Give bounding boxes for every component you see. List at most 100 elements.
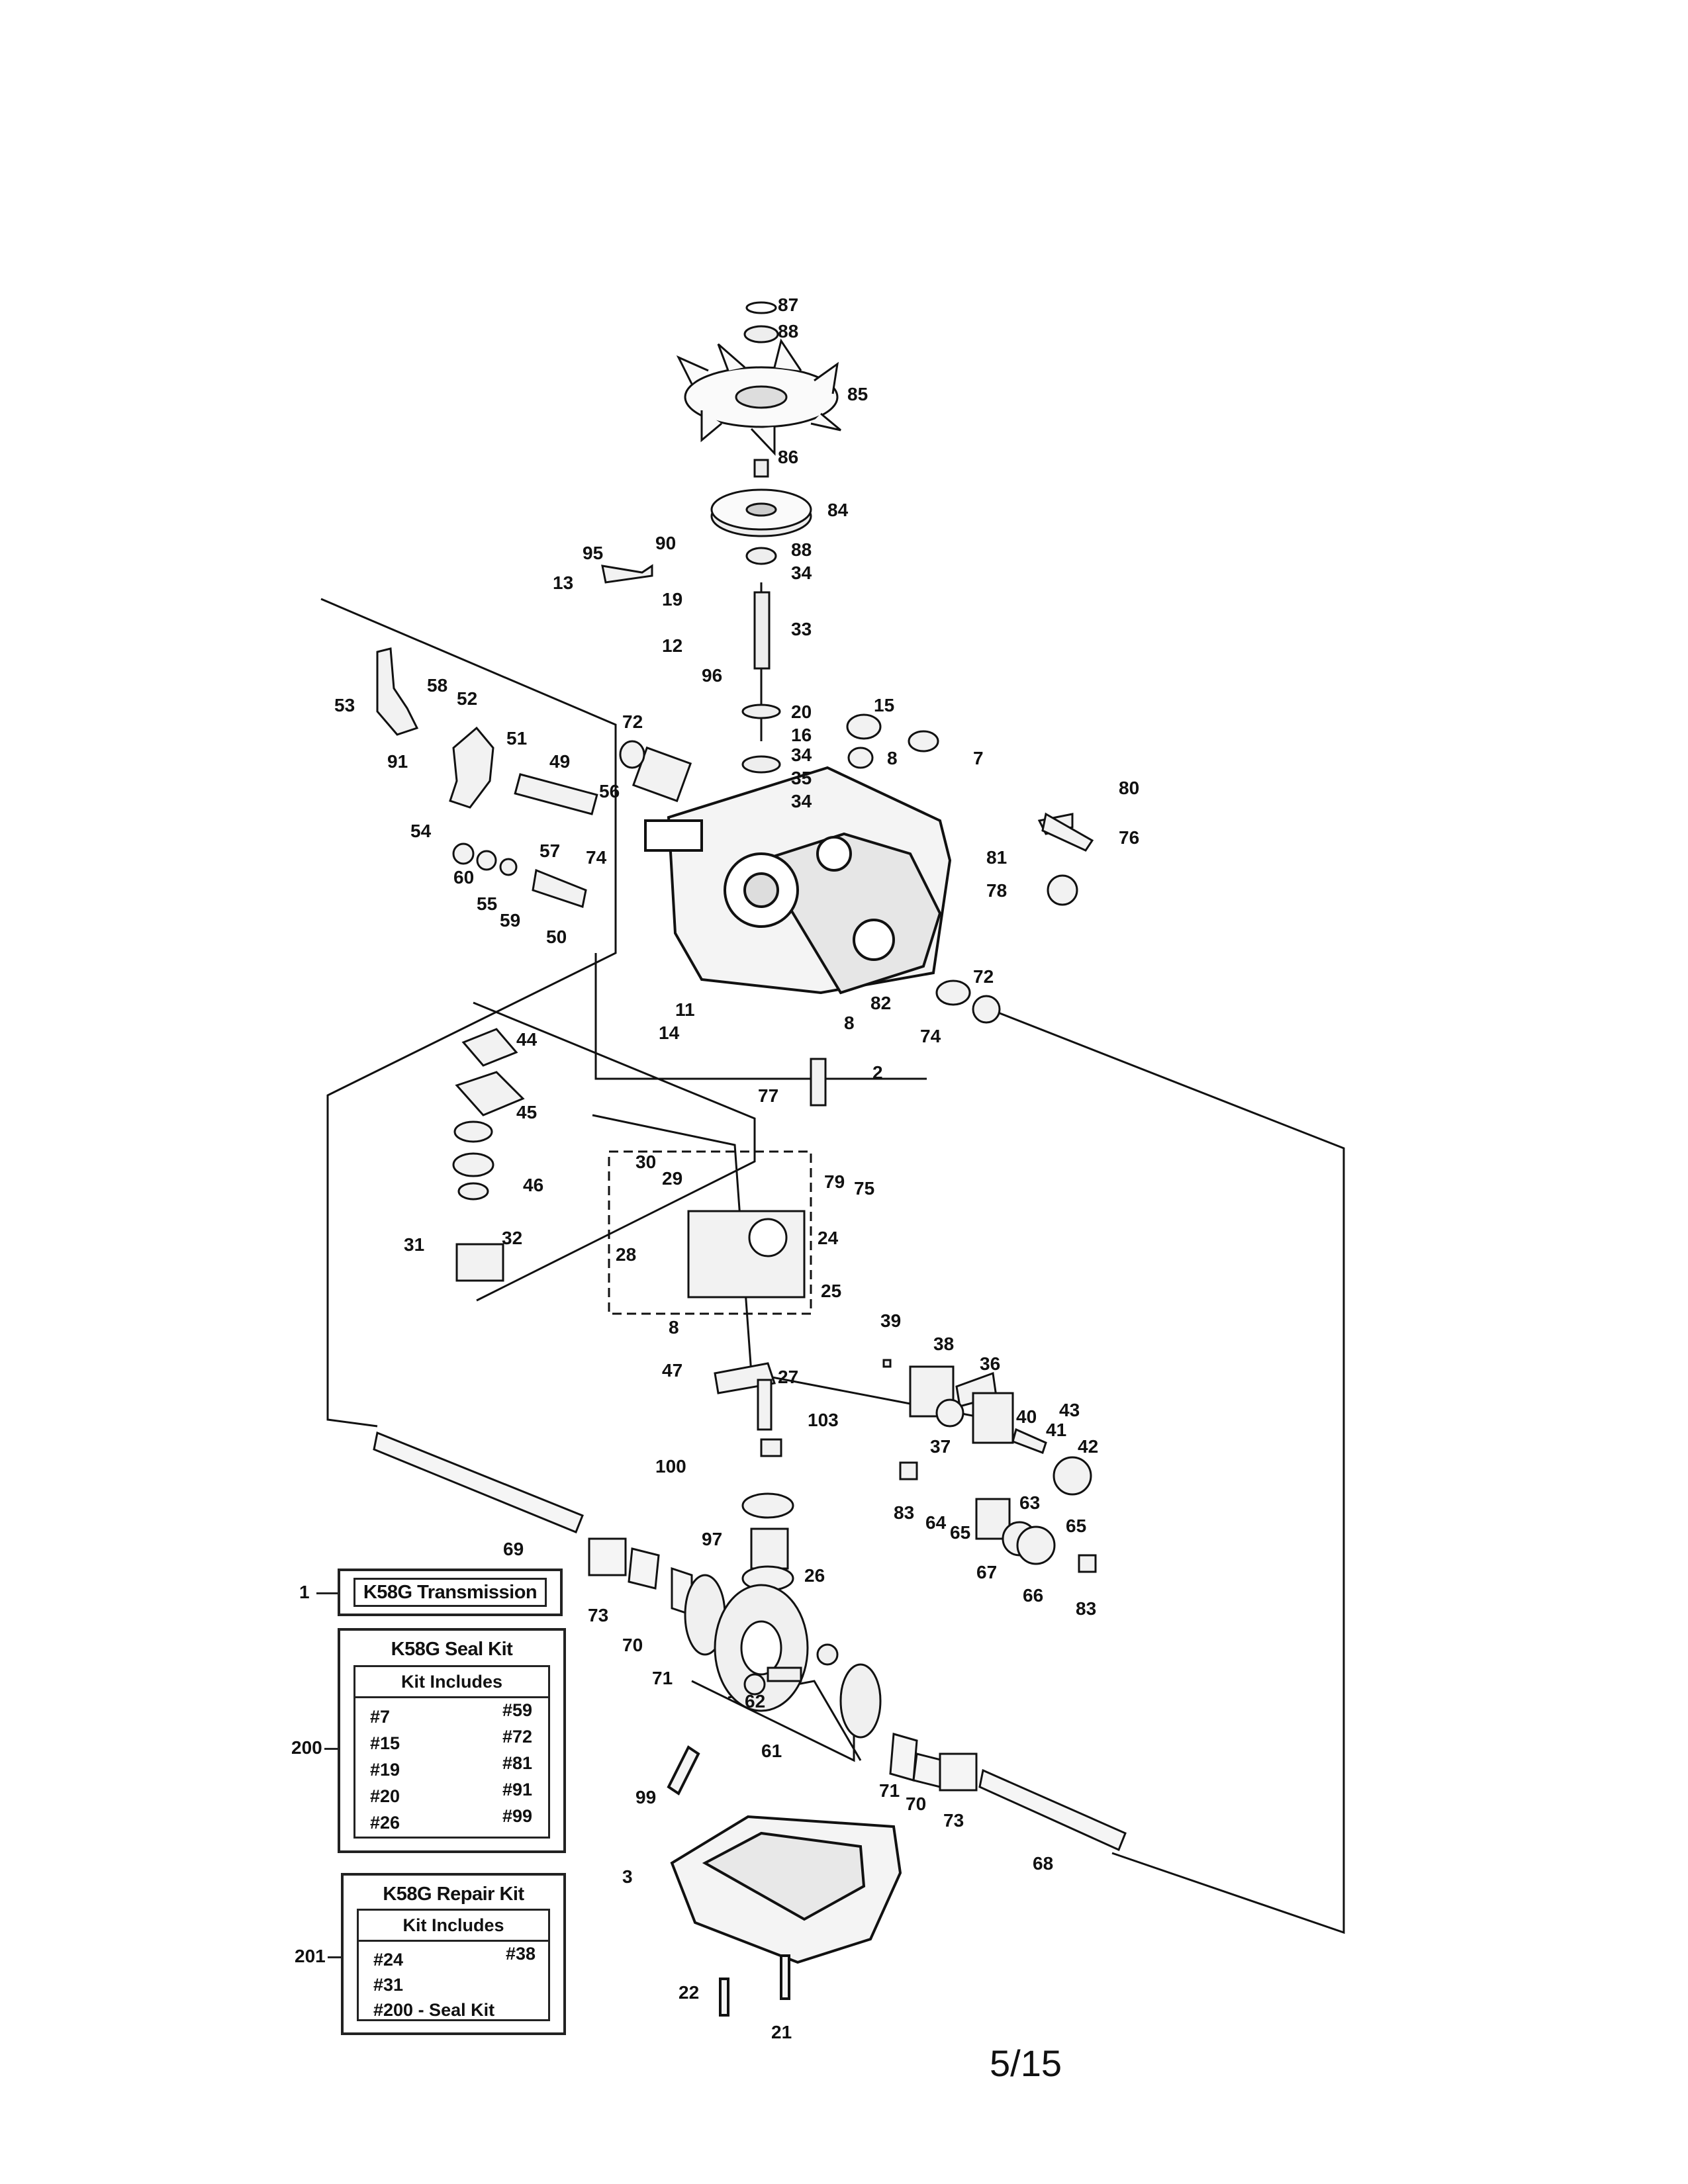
callout-52: 52 [457, 688, 477, 709]
seal-kit-item: #15 [370, 1733, 400, 1753]
callout-71: 71 [652, 1668, 673, 1688]
axle-boundary-line-right [989, 1008, 1345, 1934]
callout-labels: 87 88 85 86 84 88 34 95 90 13 19 33 12 9… [334, 295, 1139, 2042]
seal-kit-item: #72 [502, 1727, 533, 1747]
callout-41: 41 [1046, 1420, 1066, 1440]
callout-31: 31 [404, 1234, 424, 1255]
callout-32: 32 [502, 1228, 522, 1248]
repair-kit-item: #31 [373, 1975, 404, 1995]
callout-40: 40 [1016, 1406, 1037, 1427]
seal-kit-item: #99 [502, 1806, 533, 1826]
left-axle [373, 1431, 693, 1617]
callout-42: 42 [1078, 1436, 1098, 1457]
callout-67: 67 [976, 1562, 997, 1582]
callout-24: 24 [818, 1228, 839, 1248]
repair-kit-item: #38 [506, 1944, 536, 1964]
callout-74: 74 [586, 847, 607, 868]
callout-87: 87 [778, 295, 798, 315]
callout-65: 65 [950, 1522, 970, 1543]
callout-73: 73 [943, 1810, 964, 1831]
callout-70: 70 [622, 1635, 643, 1655]
cooling-fan [676, 338, 841, 456]
callout-34: 34 [791, 745, 812, 765]
seal-kit-box: K58G Seal Kit Kit Includes #7 #15 #19 #2… [338, 1628, 566, 1853]
callout-13: 13 [553, 572, 573, 593]
callout-82: 82 [870, 993, 891, 1013]
callout-22: 22 [679, 1982, 699, 2003]
callout-49: 49 [549, 751, 570, 772]
callout-38: 38 [933, 1334, 954, 1354]
callout-3: 3 [622, 1866, 633, 1887]
seal-kit-subtitle: Kit Includes [353, 1672, 550, 1698]
callout-51: 51 [506, 728, 527, 749]
page-number: 5/15 [990, 2042, 1062, 2084]
callout-16: 16 [791, 725, 812, 745]
callout-47: 47 [662, 1360, 682, 1381]
callout-88: 88 [778, 321, 798, 341]
callout-50: 50 [546, 927, 567, 947]
callout-84: 84 [827, 500, 849, 520]
seal-kit-item: #26 [370, 1813, 400, 1833]
repair-kit-item: #200 - Seal Kit [373, 2000, 495, 2020]
lower-left-bracket [473, 1001, 756, 1302]
callout-75: 75 [854, 1178, 874, 1199]
callout-8: 8 [844, 1013, 855, 1033]
callout-29: 29 [662, 1168, 682, 1189]
motor-parts [882, 1359, 1097, 1573]
callout-79: 79 [824, 1171, 845, 1192]
repair-kit-item: #24 [373, 1950, 404, 1970]
callout-86: 86 [778, 447, 798, 467]
callout-83: 83 [894, 1502, 914, 1523]
drive-pulley [710, 488, 812, 537]
callout-58: 58 [427, 675, 447, 696]
callout-85: 85 [847, 384, 868, 404]
seal-kit-ref-number: 200 [291, 1737, 322, 1758]
callout-27: 27 [778, 1367, 798, 1387]
callout-33: 33 [791, 619, 812, 639]
repair-subassembly-dashed-box [608, 1150, 812, 1315]
seal-kit-item: #81 [502, 1753, 533, 1773]
callout-96: 96 [702, 665, 722, 686]
callout-90: 90 [655, 533, 676, 553]
callout-57: 57 [539, 841, 560, 861]
callout-81: 81 [986, 847, 1007, 868]
callout-63: 63 [1019, 1492, 1040, 1513]
callout-15: 15 [874, 695, 894, 715]
callout-95: 95 [583, 543, 603, 563]
callout-68: 68 [1033, 1853, 1053, 1874]
callout-103: 103 [808, 1410, 839, 1430]
repair-kit-subtitle: Kit Includes [357, 1915, 550, 1942]
callout-100: 100 [655, 1456, 686, 1477]
callout-25: 25 [821, 1281, 841, 1301]
callout-83: 83 [1076, 1598, 1096, 1619]
input-shaft-stack [741, 301, 781, 774]
callout-97: 97 [702, 1529, 722, 1549]
lower-transmission-case [667, 1745, 902, 2017]
callout-64: 64 [925, 1512, 947, 1533]
seal-kit-item: #19 [370, 1760, 400, 1780]
control-linkage [376, 564, 692, 908]
callout-65: 65 [1066, 1516, 1086, 1536]
callout-8: 8 [887, 748, 898, 768]
callout-20: 20 [791, 702, 812, 722]
callout-2: 2 [872, 1062, 883, 1083]
callout-21: 21 [771, 2022, 792, 2042]
callout-91: 91 [387, 751, 408, 772]
transmission-ref-number: 1 [299, 1582, 310, 1602]
callout-19: 19 [662, 589, 682, 610]
callout-76: 76 [1119, 827, 1139, 848]
transmission-ref-line [316, 1592, 338, 1594]
callout-72: 72 [622, 711, 643, 732]
callout-74: 74 [920, 1026, 941, 1046]
transmission-title: K58G Transmission [363, 1582, 538, 1603]
callout-78: 78 [986, 880, 1007, 901]
callout-88: 88 [791, 539, 812, 560]
callout-37: 37 [930, 1436, 951, 1457]
callout-28: 28 [616, 1244, 636, 1265]
callout-39: 39 [880, 1310, 901, 1331]
callout-54: 54 [410, 821, 432, 841]
callout-56: 56 [599, 781, 620, 801]
callout-80: 80 [1119, 778, 1139, 798]
callout-71: 71 [879, 1780, 900, 1801]
seal-kit-title: K58G Seal Kit [391, 1639, 513, 1660]
